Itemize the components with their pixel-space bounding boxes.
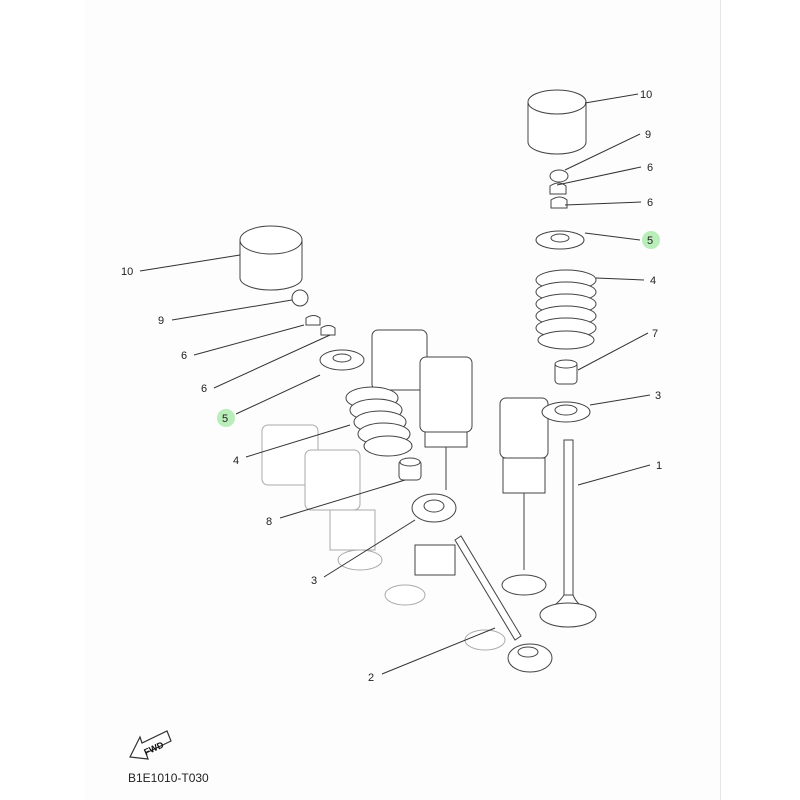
callout-10: 10: [640, 89, 652, 101]
callout-6: 6: [181, 350, 187, 362]
callout-10: 10: [121, 266, 133, 278]
highlight-marker: [217, 409, 235, 427]
leader-lines: [139, 93, 651, 675]
highlight-marker: [642, 231, 660, 249]
callout-9: 9: [158, 315, 164, 327]
diagram-panel: [85, 0, 721, 800]
callout-7: 7: [652, 328, 658, 340]
callout-8: 8: [266, 516, 272, 528]
callout-4: 4: [233, 455, 239, 467]
callout-6: 6: [201, 383, 207, 395]
callout-5: 5: [222, 413, 228, 425]
callout-1: 1: [656, 460, 662, 472]
callout-3: 3: [311, 575, 317, 587]
callout-5: 5: [647, 235, 653, 247]
callout-9: 9: [645, 129, 651, 141]
callout-6: 6: [647, 197, 653, 209]
callout-6: 6: [647, 162, 653, 174]
callout-4: 4: [650, 275, 656, 287]
background-valve-assemblies: [261, 329, 549, 651]
right-stack-parts: [527, 89, 597, 628]
fwd-arrow-icon: FWD: [129, 730, 172, 760]
callout-3: 3: [655, 390, 661, 402]
diagram-code: B1E1010-T030: [128, 771, 209, 785]
left-stack-parts: [239, 225, 553, 673]
callout-2: 2: [368, 672, 374, 684]
